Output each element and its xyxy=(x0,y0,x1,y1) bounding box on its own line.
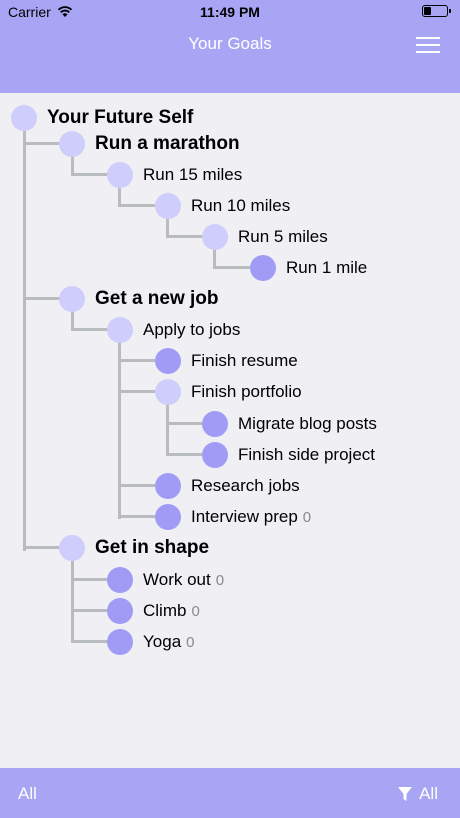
goal-circle xyxy=(59,286,85,312)
goal-node-job[interactable]: Get a new job xyxy=(59,286,219,312)
goal-node-climb[interactable]: Climb 0 xyxy=(107,598,200,624)
goal-label: Work out xyxy=(143,570,211,589)
goal-circle xyxy=(11,105,37,131)
filter-button[interactable]: All xyxy=(397,784,438,804)
goal-tree: Your Future Self Run a marathon Run 15 m… xyxy=(0,93,460,768)
goal-node-side[interactable]: Finish side project xyxy=(202,442,375,468)
all-button[interactable]: All xyxy=(18,784,37,803)
goal-node-shape[interactable]: Get in shape xyxy=(59,535,209,561)
filter-icon xyxy=(398,787,413,801)
goal-label: Run a marathon xyxy=(95,133,240,154)
goal-label: Research jobs xyxy=(191,476,300,495)
goal-node-portfolio[interactable]: Finish portfolio xyxy=(155,379,302,405)
goal-node-resume[interactable]: Finish resume xyxy=(155,348,298,374)
goal-label: Finish resume xyxy=(191,351,298,370)
goal-circle xyxy=(107,317,133,343)
goal-circle xyxy=(59,131,85,157)
goal-label: Get in shape xyxy=(95,537,210,558)
wifi-icon xyxy=(57,6,72,17)
goal-node-workout[interactable]: Work out 0 xyxy=(107,567,224,593)
goal-node-yoga[interactable]: Yoga 0 xyxy=(107,629,195,655)
goal-node-run10[interactable]: Run 10 miles xyxy=(155,193,290,219)
goal-label: Get a new job xyxy=(95,288,219,309)
goal-circle xyxy=(59,535,85,561)
goal-node-interview[interactable]: Interview prep 0 xyxy=(155,504,311,530)
goal-circle xyxy=(202,224,228,250)
goal-label: Interview prep xyxy=(191,507,298,526)
goal-node-run15[interactable]: Run 15 miles xyxy=(107,162,242,188)
goal-label: Finish side project xyxy=(238,445,376,464)
goal-node-apply[interactable]: Apply to jobs xyxy=(107,317,240,343)
goal-count: 0 xyxy=(302,508,312,526)
status-carrier: Carrier xyxy=(8,4,73,20)
goal-node-run5[interactable]: Run 5 miles xyxy=(202,224,328,250)
goal-label: Apply to jobs xyxy=(143,320,241,339)
goal-label: Your Future Self xyxy=(47,107,194,128)
goal-label: Run 10 miles xyxy=(191,196,291,215)
goal-count: 0 xyxy=(215,571,225,589)
filter-label: All xyxy=(419,784,438,803)
carrier-label: Carrier xyxy=(8,4,51,20)
goal-count: 0 xyxy=(191,602,200,620)
hamburger-menu-icon[interactable] xyxy=(416,37,440,53)
goal-node-run1[interactable]: Run 1 mile xyxy=(250,255,367,281)
goal-node-research[interactable]: Research jobs xyxy=(155,473,300,499)
goal-node-blog[interactable]: Migrate blog posts xyxy=(202,411,377,437)
goal-circle xyxy=(155,348,181,374)
goal-node-marathon[interactable]: Run a marathon xyxy=(59,131,240,157)
goal-label: Climb xyxy=(143,601,187,620)
goal-circle xyxy=(155,504,181,530)
goal-circle xyxy=(202,442,228,468)
goal-label: Run 1 mile xyxy=(286,258,368,277)
goal-circle xyxy=(107,598,133,624)
nav-bar: Carrier 11:49 PM Your Goals xyxy=(0,0,460,93)
goal-circle xyxy=(107,629,133,655)
goal-circle xyxy=(155,379,181,405)
goal-circle xyxy=(155,193,181,219)
goal-label: Migrate blog posts xyxy=(238,414,377,433)
status-time: 11:49 PM xyxy=(200,4,260,20)
battery-icon xyxy=(422,5,451,17)
page-title: Your Goals xyxy=(188,34,272,53)
goal-label: Run 15 miles xyxy=(143,165,243,184)
goal-circle xyxy=(202,411,228,437)
goal-node-root[interactable]: Your Future Self xyxy=(11,105,193,131)
goal-circle xyxy=(250,255,276,281)
goal-circle xyxy=(155,473,181,499)
goal-label: Run 5 miles xyxy=(238,227,328,246)
goal-count: 0 xyxy=(186,633,195,651)
goal-label: Yoga xyxy=(143,632,182,651)
goal-circle xyxy=(107,567,133,593)
goal-label: Finish portfolio xyxy=(191,382,302,401)
goal-circle xyxy=(107,162,133,188)
bottom-toolbar: All All xyxy=(0,768,460,818)
